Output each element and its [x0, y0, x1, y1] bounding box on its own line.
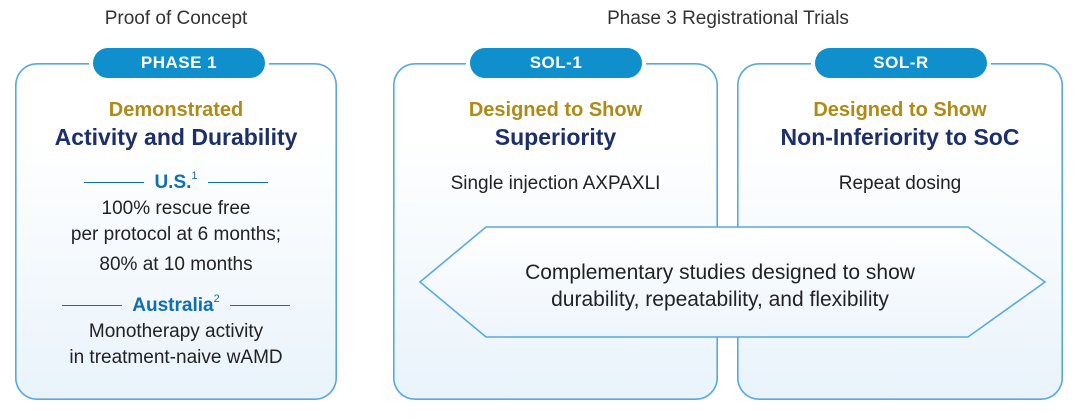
aus-text-line2: in treatment-naive wAMD	[69, 347, 283, 368]
phase1-pill: PHASE 1	[93, 48, 265, 78]
phase1-heading-line1: Demonstrated	[108, 99, 244, 121]
divider-line	[62, 305, 123, 307]
solr-heading-line1: Designed to Show	[813, 99, 987, 121]
us-text-line2: per protocol at 6 months;	[70, 224, 282, 245]
sol1-pill: SOL-1	[470, 48, 642, 78]
solr-text: Repeat dosing	[838, 173, 962, 194]
phase1-heading-line2: Activity and Durability	[54, 124, 298, 150]
us-label-row: U.S.1	[15, 170, 337, 194]
us-text-line1: 100% rescue free	[101, 198, 251, 219]
sol1-heading-line2: Superiority	[494, 124, 617, 150]
sol1-text: Single injection AXPAXLI	[450, 173, 661, 194]
sol1-heading-line1: Designed to Show	[468, 99, 643, 121]
australia-footnote: 2	[213, 293, 220, 305]
divider-line	[229, 305, 290, 307]
proof-of-concept-title: Proof of Concept	[104, 8, 248, 29]
aus-text-line1: Monotherapy activity	[88, 321, 264, 342]
us-label: U.S.	[154, 172, 192, 193]
us-footnote: 1	[191, 170, 198, 182]
divider-line	[207, 182, 268, 184]
australia-label-row: Australia2	[15, 293, 337, 317]
banner-text: Complementary studies designed to show d…	[430, 259, 1010, 313]
solr-pill: SOL-R	[815, 48, 987, 78]
divider-line	[84, 182, 145, 184]
phase1-card	[15, 63, 337, 400]
solr-heading-line2: Non-Inferiority to SoC	[780, 124, 1020, 150]
banner-line1: Complementary studies designed to show	[525, 261, 915, 284]
banner-line2: durability, repeatability, and flexibili…	[551, 288, 889, 311]
australia-label: Australia	[132, 295, 214, 316]
phase3-trials-title: Phase 3 Registrational Trials	[607, 8, 849, 29]
us-text-line3: 80% at 10 months	[99, 254, 253, 275]
